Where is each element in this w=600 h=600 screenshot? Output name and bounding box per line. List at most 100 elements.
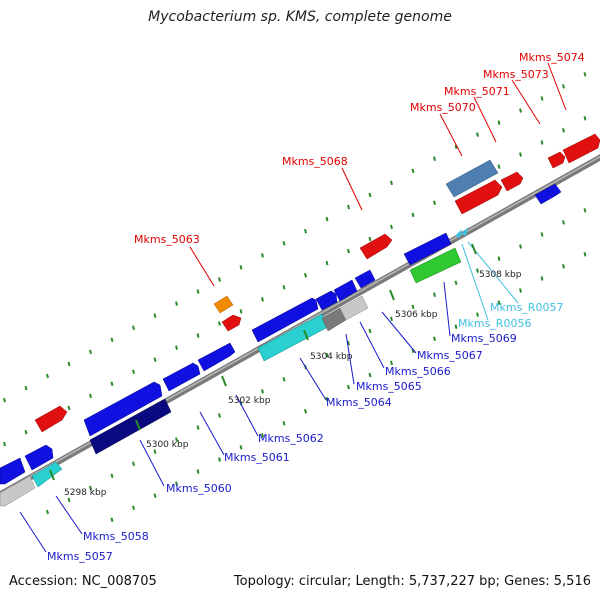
gene-feature[interactable] <box>445 159 499 198</box>
scale-dot <box>325 396 329 402</box>
scale-dot <box>476 312 479 317</box>
gene-label[interactable]: Mkms_5074 <box>519 51 585 64</box>
gene-label[interactable]: Mkms_5073 <box>483 68 549 81</box>
scale-dot <box>519 288 522 293</box>
scale-dot <box>411 168 415 174</box>
scale-tick-label: 5302 kbp <box>228 396 271 406</box>
scale-dot <box>196 289 200 294</box>
scale-dot <box>454 280 458 285</box>
gene-feature[interactable] <box>31 461 63 488</box>
scale-dot <box>562 128 565 133</box>
gene-label[interactable]: Mkms_5066 <box>385 365 451 378</box>
scale-dot <box>218 277 221 282</box>
gene-label[interactable]: Mkms_5064 <box>326 396 392 409</box>
gene-label[interactable]: Mkms_5057 <box>47 550 113 563</box>
scale-dot <box>540 276 544 281</box>
scale-dot <box>540 232 544 237</box>
gene-feature[interactable] <box>562 133 600 164</box>
gene-label[interactable]: Mkms_R0056 <box>458 317 531 330</box>
scale-dot <box>196 469 200 474</box>
scale-dot <box>390 224 393 230</box>
scale-dot <box>325 260 329 266</box>
scale-dot <box>239 265 243 270</box>
accession-label: Accession: NC_008705 <box>9 574 157 589</box>
scale-dot <box>67 361 71 367</box>
gene-label[interactable]: Mkms_5062 <box>258 432 324 445</box>
scale-dot <box>282 241 286 246</box>
gene-feature[interactable] <box>547 151 566 169</box>
scale-dot <box>562 220 565 225</box>
scale-dot <box>454 324 458 329</box>
gene-feature[interactable] <box>339 295 369 321</box>
scale-dot <box>304 408 307 414</box>
gene-label[interactable]: Mkms_5067 <box>417 349 483 362</box>
scale-dot <box>153 449 157 454</box>
scale-dot <box>132 325 135 330</box>
scale-tick-label: 5304 kbp <box>310 352 353 362</box>
scale-dot <box>433 156 436 162</box>
scale-dot <box>368 328 372 334</box>
scale-dot <box>433 336 436 342</box>
gene-feature[interactable] <box>24 444 54 471</box>
gene-feature[interactable] <box>83 381 163 437</box>
scale-dot <box>24 385 28 391</box>
scale-dot <box>304 228 307 234</box>
scale-dot <box>583 116 587 121</box>
scale-dot <box>67 497 71 503</box>
scale-dot <box>368 192 372 198</box>
scale-dot <box>175 437 178 442</box>
rna-feature[interactable] <box>455 229 462 238</box>
scale-dot <box>153 493 157 498</box>
gene-feature[interactable] <box>213 295 234 314</box>
gene-feature[interactable] <box>333 279 358 302</box>
gene-label[interactable]: Mkms_5065 <box>356 380 422 393</box>
scale-dot <box>562 84 565 89</box>
scale-dot <box>46 509 49 515</box>
gene-feature[interactable] <box>534 183 562 205</box>
gene-feature[interactable] <box>251 297 319 343</box>
gene-feature[interactable] <box>315 290 338 311</box>
gene-label[interactable]: Mkms_5069 <box>451 332 517 345</box>
gene-feature[interactable] <box>354 269 376 289</box>
scale-dot <box>175 481 178 486</box>
gene-label[interactable]: Mkms_5058 <box>83 530 149 543</box>
scale-dot <box>261 253 264 258</box>
scale-dot <box>282 421 286 426</box>
gene-label[interactable]: Mkms_5068 <box>282 155 348 168</box>
scale-dot <box>282 377 286 382</box>
gene-label[interactable]: Mkms_R0057 <box>490 301 563 314</box>
gene-feature[interactable] <box>162 362 201 392</box>
gene-feature[interactable] <box>221 314 242 332</box>
gene-label[interactable]: Mkms_5063 <box>134 233 200 246</box>
scale-dot <box>3 397 6 403</box>
scale-dot <box>282 285 286 290</box>
scale-dot <box>519 108 522 113</box>
rna-feature[interactable] <box>461 227 468 236</box>
gene-feature[interactable] <box>403 232 452 266</box>
gene-feature[interactable] <box>500 171 524 192</box>
scale-dot <box>89 393 92 399</box>
gene-label[interactable]: Mkms_5070 <box>410 101 476 114</box>
scale-dot <box>110 473 114 479</box>
scale-dot <box>476 132 479 137</box>
gene-label[interactable]: Mkms_5071 <box>444 85 510 98</box>
gene-label[interactable]: Mkms_5060 <box>166 482 232 495</box>
scale-dot <box>239 445 243 450</box>
scale-dot <box>89 349 92 355</box>
gene-feature[interactable] <box>0 475 36 507</box>
scale-dot <box>325 216 329 222</box>
gene-feature[interactable] <box>34 405 68 433</box>
gene-feature[interactable] <box>89 398 172 455</box>
gene-feature[interactable] <box>359 233 393 260</box>
gene-label[interactable]: Mkms_5061 <box>224 451 290 464</box>
scale-dot <box>540 96 544 101</box>
scale-dot <box>411 212 415 218</box>
scale-dot <box>196 425 200 430</box>
scale-dot <box>196 333 200 338</box>
gene-feature[interactable] <box>0 457 26 485</box>
gene-feature[interactable] <box>197 342 236 372</box>
gene-feature[interactable] <box>409 247 462 284</box>
gene-feature[interactable] <box>454 179 503 215</box>
